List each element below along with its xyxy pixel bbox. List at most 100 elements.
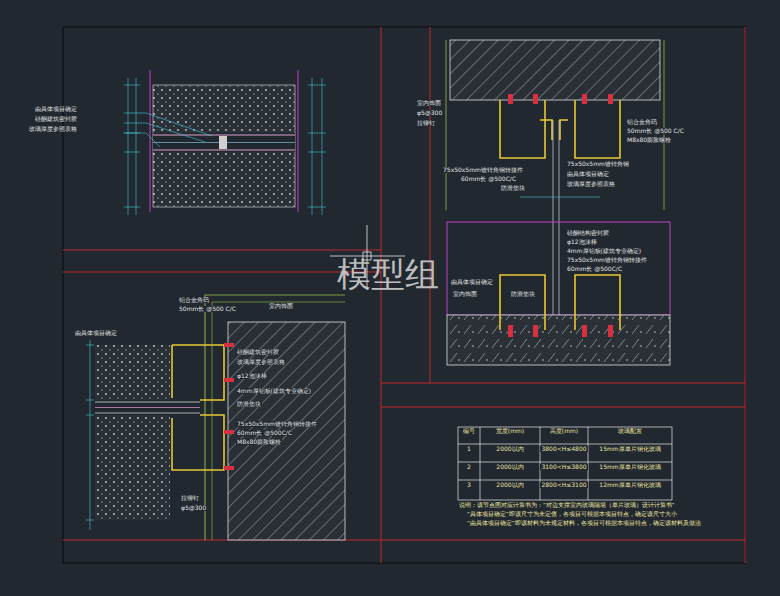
cad-line	[128, 78, 129, 215]
cad-g	[224, 343, 234, 470]
table-cell: 15mm厚单片钢化玻璃	[598, 446, 661, 453]
cad-line	[308, 133, 326, 134]
table-cell: 宽度(mm)	[495, 428, 525, 435]
cad-line	[308, 85, 326, 86]
cad-g	[500, 275, 620, 330]
cad-g	[500, 100, 620, 158]
cad-rect	[582, 94, 587, 104]
callout-label: 由具体项目确定	[34, 106, 78, 113]
cad-line	[124, 152, 140, 153]
cad-rect	[508, 94, 513, 104]
cad-g	[458, 427, 672, 500]
callout-label: 拉铆钉	[416, 120, 436, 127]
cad-line	[95, 413, 200, 414]
cad-line	[153, 135, 295, 136]
cad-line	[381, 407, 745, 408]
cad-rect	[95, 345, 170, 400]
table-cell: 12mm厚单片钢化玻璃	[598, 482, 661, 489]
cad-polyline	[124, 113, 212, 136]
callout-label: 室内饰面	[268, 303, 294, 310]
cad-polyline	[124, 123, 205, 142]
cad-line	[153, 150, 295, 151]
cad-g	[508, 325, 613, 337]
cad-rect	[458, 427, 672, 500]
callout-label: 4mm厚铝板(建筑专业确定)	[236, 388, 312, 395]
watermark: 模型组	[336, 255, 440, 294]
cad-rect	[447, 315, 670, 365]
cad-line	[95, 402, 200, 403]
cad-rect	[224, 378, 234, 382]
cad-g	[95, 402, 200, 413]
table-cell: 2000以内	[495, 482, 524, 489]
cad-rect	[608, 325, 613, 337]
callout-label: 由具体项目确定	[566, 171, 610, 178]
callout-label: 防滑垫块	[510, 291, 536, 298]
cad-line	[86, 415, 94, 416]
cad-line	[86, 345, 94, 346]
cad-line	[553, 120, 554, 330]
cad-line	[63, 540, 745, 541]
callout-label: 硅酮结构密封胶	[566, 230, 610, 237]
cad-rect	[533, 94, 538, 104]
callout-label: 50mm长 @500 C/C	[626, 128, 685, 135]
cad-line	[308, 152, 326, 153]
cad-rect	[224, 430, 234, 434]
cad-path	[575, 275, 620, 330]
callout-label: 75x50x5mm镀锌角钢转接件	[566, 257, 648, 264]
callout-label: 硅酮建筑密封胶	[34, 116, 78, 123]
cad-line	[588, 427, 589, 500]
cad-rect	[219, 136, 227, 149]
callout-label: 防滑垫块	[500, 185, 526, 192]
callout-label: 75x50x5mm镀锌角钢转接件	[236, 421, 318, 428]
note-text: “具体项目确定”即该尺寸为未定值，各项目可根据本项目特点，确定该尺寸大小	[466, 511, 678, 517]
cad-line	[63, 272, 381, 273]
callout-label: φ12泡沫棒	[236, 373, 268, 380]
cad-line	[520, 197, 600, 198]
cad-line	[559, 120, 560, 330]
cad-line	[124, 207, 140, 208]
callout-label: 室内饰面	[452, 291, 478, 298]
callout-label: 室内饰面	[416, 100, 442, 107]
cad-rect	[447, 222, 670, 315]
callout-label: 60mm长 @500C/C	[566, 266, 623, 273]
cad-g	[553, 120, 559, 330]
cad-rect	[450, 40, 660, 100]
callout-label: 75x50x5mm镀锌角钢	[566, 161, 630, 168]
cad-line	[95, 407, 200, 408]
cad-line	[136, 78, 137, 215]
table-cell: 3100<H≤3800	[540, 464, 587, 471]
callout-label: 硅酮建筑密封胶	[236, 349, 280, 356]
cad-line	[90, 340, 91, 530]
cad-line	[308, 207, 326, 208]
cad-line	[86, 520, 94, 521]
cad-g	[172, 345, 224, 470]
cad-rect	[582, 325, 587, 337]
cad-line	[86, 400, 94, 401]
callout-label: 铝合金角码	[178, 297, 210, 304]
cad-rect	[63, 27, 745, 563]
callout-label: 防滑垫块	[236, 401, 262, 408]
table-cell: 3	[466, 482, 472, 489]
cad-line	[664, 40, 665, 210]
callout-label: 铝合金角码	[626, 119, 658, 126]
cad-path	[540, 120, 568, 140]
cad-path	[575, 100, 620, 158]
cad-line	[430, 27, 431, 383]
cad-line	[458, 444, 672, 445]
table-cell: 15mm厚单片钢化玻璃	[598, 464, 661, 471]
callout-label: 玻璃厚度参照表格	[28, 126, 78, 133]
note-text: “由具体项目确定”即该材料为未规定材料，各项目可根据本项目特点，确定该材料及做法	[466, 520, 702, 526]
cad-line	[381, 383, 745, 384]
cad-line	[312, 78, 313, 215]
cad-line	[150, 70, 151, 212]
cad-rect	[95, 415, 170, 520]
callout-label: 玻璃厚度参照表格	[566, 181, 616, 188]
callout-label: 60mm长 @500C/C	[236, 430, 293, 437]
callout-label: 玻璃厚度参照表格	[236, 359, 286, 366]
cad-line	[458, 462, 672, 463]
cad-rect	[228, 322, 345, 540]
cad-line	[322, 78, 323, 215]
cad-rect	[224, 343, 234, 347]
cad-rect	[608, 94, 613, 104]
